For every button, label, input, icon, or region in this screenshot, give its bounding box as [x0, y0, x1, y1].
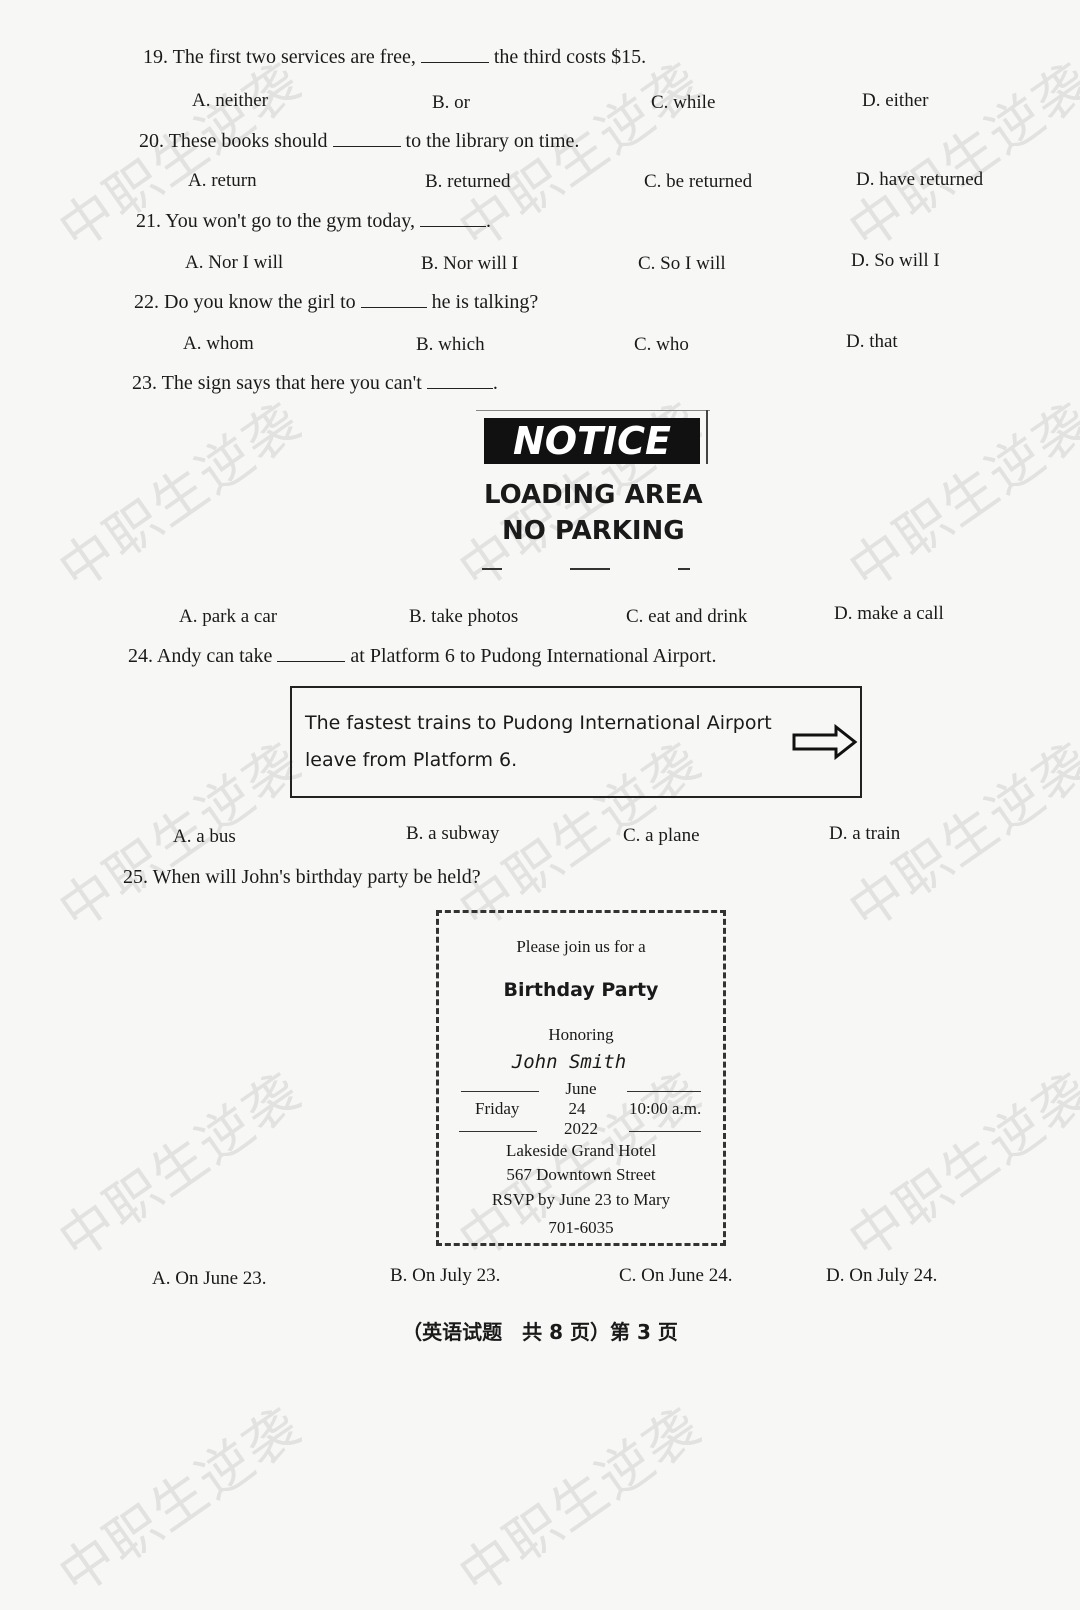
option-d[interactable]: D. that	[846, 331, 898, 352]
invitation-day: Friday	[475, 1099, 520, 1118]
option-b[interactable]: B. returned	[425, 171, 511, 192]
watermark: 中职生逆袭	[837, 50, 1080, 263]
notice-line-1: LOADING AREA	[484, 480, 703, 510]
option-c[interactable]: C. who	[634, 334, 689, 355]
option-d[interactable]: D. make a call	[834, 603, 944, 624]
sign-dash	[678, 568, 690, 570]
option-c[interactable]: C. On June 24.	[619, 1265, 733, 1286]
invitation-venue: Lakeside Grand Hotel	[505, 1141, 657, 1160]
option-a[interactable]: A. Nor I will	[185, 252, 284, 273]
option-d[interactable]: D. So will I	[851, 250, 940, 271]
question-25: 25. When will John's birthday party be h…	[123, 866, 481, 888]
question-22: 22. Do you know the girl to he is talkin…	[134, 291, 539, 313]
option-c[interactable]: C. a plane	[623, 825, 700, 846]
sign-dash	[482, 568, 502, 570]
divider	[627, 1091, 701, 1092]
question-19: 19. The first two services are free, the…	[143, 46, 647, 68]
invitation-time: 10:00 a.m.	[629, 1099, 702, 1118]
option-b[interactable]: B. On July 23.	[390, 1265, 501, 1286]
notice-sign: NOTICE LOADING AREA NO PARKING	[476, 406, 714, 580]
option-d[interactable]: D. a train	[829, 823, 901, 844]
option-b[interactable]: B. or	[432, 92, 470, 113]
option-b[interactable]: B. take photos	[409, 606, 519, 627]
invitation-intro: Please join us for a	[516, 937, 646, 956]
invitation-month: June	[565, 1079, 597, 1098]
sign-border-top	[476, 410, 710, 411]
answer-blank[interactable]	[360, 307, 427, 308]
answer-blank[interactable]	[420, 62, 489, 63]
answer-blank[interactable]	[426, 388, 493, 389]
option-d[interactable]: D. have returned	[856, 169, 984, 190]
invitation-honoring: Honoring	[548, 1025, 614, 1044]
option-a[interactable]: A. park a car	[179, 606, 278, 627]
invitation-date: 24	[568, 1099, 586, 1118]
invitation-title: Birthday Party	[503, 979, 659, 1001]
option-c[interactable]: C. be returned	[644, 171, 753, 192]
option-b[interactable]: B. which	[416, 334, 485, 355]
invitation-name: John Smith	[511, 1051, 627, 1073]
divider	[459, 1131, 537, 1132]
arrow-right-icon	[792, 724, 858, 760]
option-c[interactable]: C. So I will	[638, 253, 726, 274]
invitation-year: 2022	[564, 1119, 598, 1138]
watermark: 中职生逆袭	[837, 1060, 1080, 1273]
notice-header: NOTICE	[484, 418, 700, 464]
notice-line-2: NO PARKING	[502, 516, 685, 546]
platform-sign-line-2: leave from Platform 6.	[305, 749, 518, 771]
question-24: 24. Andy can take at Platform 6 to Pudon…	[128, 645, 717, 667]
divider	[461, 1091, 539, 1092]
answer-blank[interactable]	[332, 146, 401, 147]
page-footer: （英语试题 共 8 页）第 3 页	[402, 1320, 678, 1344]
sign-dash	[570, 568, 610, 570]
option-b[interactable]: B. a subway	[406, 823, 500, 844]
question-20: 20. These books should to the library on…	[139, 130, 580, 152]
answer-blank[interactable]	[277, 661, 346, 662]
watermark: 中职生逆袭	[447, 1395, 713, 1608]
platform-sign-line-1: The fastest trains to Pudong Internation…	[305, 712, 772, 734]
option-c[interactable]: C. while	[651, 92, 716, 113]
sign-border-right	[706, 410, 708, 464]
divider	[629, 1131, 701, 1132]
option-c[interactable]: C. eat and drink	[626, 606, 748, 627]
option-d[interactable]: D. either	[862, 90, 929, 111]
option-b[interactable]: B. Nor will I	[421, 253, 519, 274]
option-a[interactable]: A. neither	[192, 90, 268, 111]
option-d[interactable]: D. On July 24.	[826, 1265, 938, 1286]
option-a[interactable]: A. return	[188, 170, 257, 191]
option-a[interactable]: A. whom	[183, 333, 254, 354]
birthday-invitation: Please join us for a Birthday Party Hono…	[436, 910, 726, 1246]
platform-sign: The fastest trains to Pudong Internation…	[290, 686, 862, 798]
invitation-rsvp: RSVP by June 23 to Mary	[491, 1190, 671, 1209]
option-a[interactable]: A. a bus	[173, 826, 236, 847]
question-23: 23. The sign says that here you can't .	[132, 372, 498, 394]
option-a[interactable]: A. On June 23.	[152, 1268, 267, 1289]
watermark: 中职生逆袭	[47, 1395, 313, 1608]
question-21: 21. You won't go to the gym today, .	[136, 210, 491, 232]
watermark: 中职生逆袭	[47, 390, 313, 603]
watermark: 中职生逆袭	[837, 390, 1080, 603]
invitation-address: 567 Downtown Street	[506, 1165, 656, 1184]
invitation-phone: 701-6035	[548, 1218, 614, 1237]
answer-blank[interactable]	[420, 226, 486, 227]
watermark: 中职生逆袭	[47, 1060, 313, 1273]
